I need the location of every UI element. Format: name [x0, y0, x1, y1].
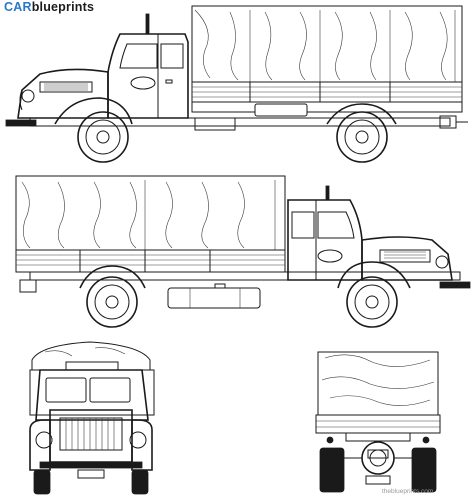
- front-bumper: [5, 119, 37, 127]
- tailgate: [315, 414, 441, 434]
- rear-tire-right: [411, 447, 437, 493]
- license-plate: [77, 469, 105, 479]
- watermark-text: theblueprints.com: [382, 488, 434, 495]
- hood: [361, 236, 453, 281]
- rear-frame: [345, 432, 411, 442]
- hood: [17, 68, 109, 119]
- grille: [59, 417, 123, 451]
- chassis-frame: [29, 117, 451, 127]
- cargo-bed: [191, 81, 463, 117]
- front-bumper: [439, 281, 471, 289]
- cab-window: [317, 211, 355, 239]
- chassis-frame: [29, 271, 461, 281]
- tail-light-right: [422, 436, 430, 444]
- tarp-rope-lines: [249, 10, 456, 82]
- tire-left: [33, 469, 51, 495]
- cab-door-emblem: [317, 249, 343, 263]
- fuel-tank: [167, 283, 261, 309]
- tarp-top: [31, 341, 151, 371]
- front-view: [29, 341, 155, 495]
- windshield-left: [45, 377, 87, 403]
- cargo-bed-front: [29, 369, 155, 416]
- front-bumper: [39, 461, 143, 469]
- fender-left: [29, 419, 51, 471]
- logo-blueprints-text: blueprints: [31, 0, 95, 14]
- rear-wheel: [79, 265, 146, 328]
- front-fender: [54, 97, 133, 125]
- rear-hitch: [19, 279, 37, 293]
- battery-box: [194, 117, 236, 131]
- fender-right: [131, 419, 153, 471]
- headlight-right: [129, 431, 147, 449]
- side-view-right: [15, 175, 471, 328]
- rear-tire-left: [319, 447, 345, 493]
- front-fender: [337, 261, 411, 289]
- cab-window: [119, 43, 158, 69]
- side-view-left: [5, 5, 468, 163]
- tarp-canopy: [191, 5, 463, 83]
- cab-door-emblem: [130, 76, 156, 90]
- headlight: [21, 89, 35, 103]
- cab-rear-window: [160, 43, 184, 69]
- headlight: [435, 255, 449, 269]
- front-wheel: [77, 111, 129, 163]
- tire-right: [131, 469, 149, 495]
- logo-car-text: CAR: [4, 0, 32, 14]
- car-blueprints-logo: CARblueprints: [4, 0, 94, 14]
- cab: [287, 185, 363, 281]
- cab: [107, 13, 189, 119]
- headlight-left: [35, 431, 53, 449]
- windshield-right: [89, 377, 131, 403]
- cargo-bed: [15, 249, 286, 273]
- front-wheel: [346, 276, 398, 328]
- destination-board: [65, 361, 119, 371]
- rear-wheel: [326, 103, 397, 163]
- grille-front: [19, 89, 23, 111]
- tarp-canopy: [15, 175, 286, 251]
- exhaust-stack: [145, 13, 150, 35]
- exhaust-stack: [325, 185, 330, 201]
- rear-view: [315, 351, 441, 493]
- cab-rear-window: [291, 211, 315, 239]
- tarp-rear: [317, 351, 439, 416]
- door-handle: [165, 79, 173, 84]
- tail-light-left: [326, 436, 334, 444]
- rear-license-plate: [365, 475, 391, 485]
